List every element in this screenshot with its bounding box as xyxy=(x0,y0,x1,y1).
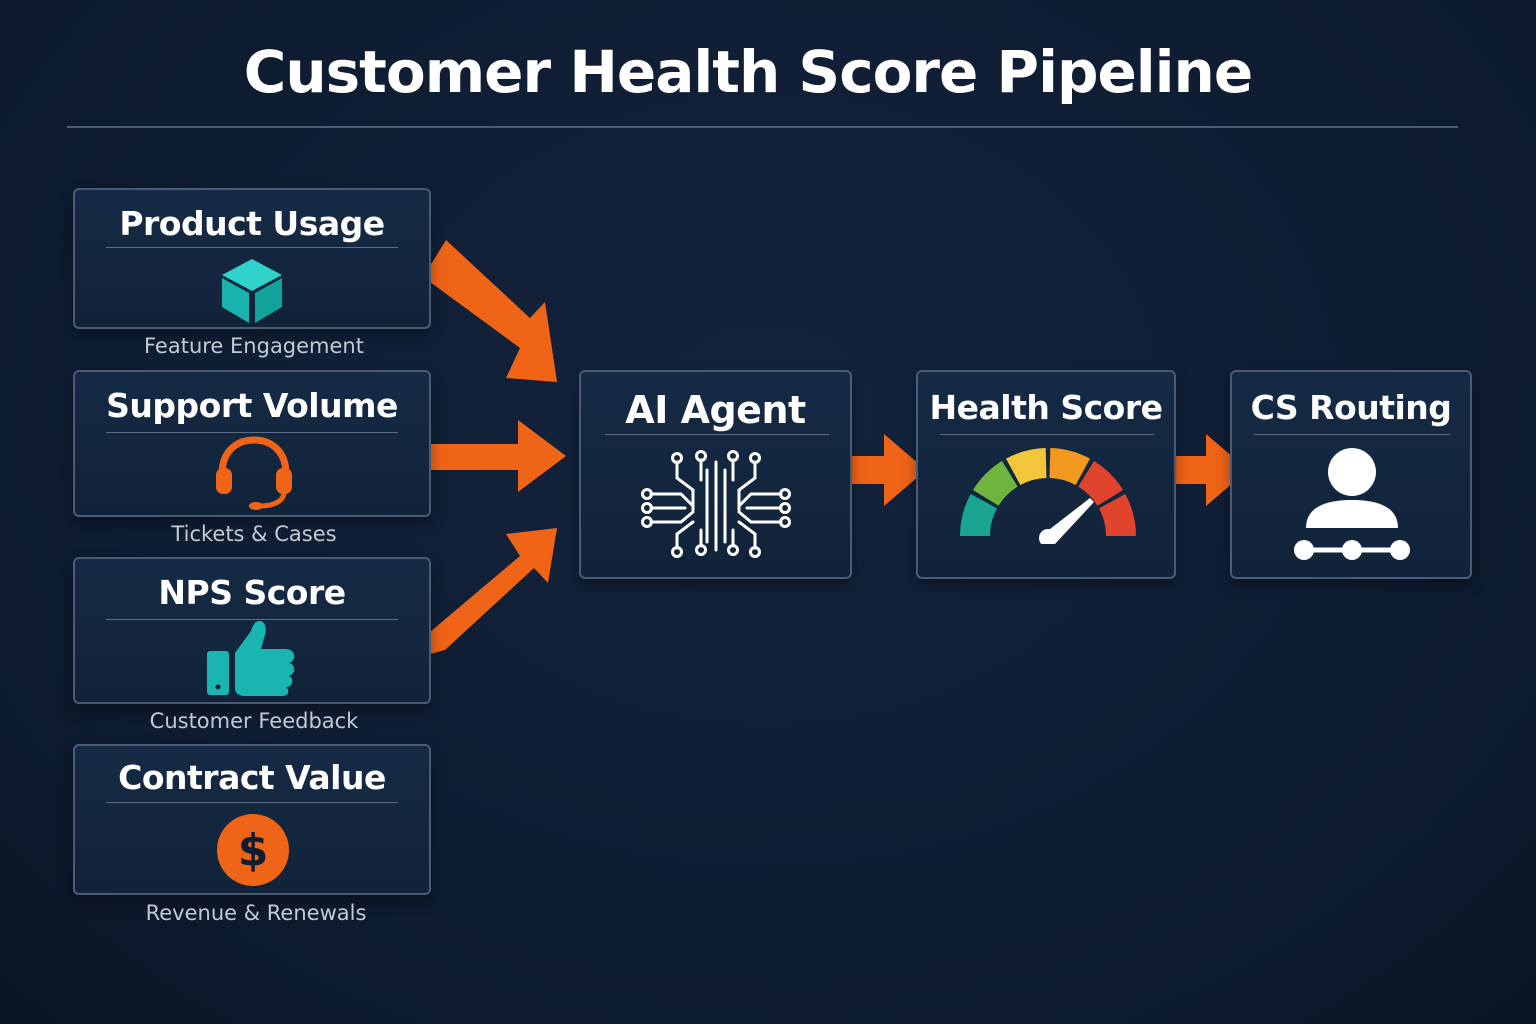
card-title: CS Routing xyxy=(1250,388,1452,427)
gauge-segment xyxy=(972,460,1018,506)
input-card-support-volume: Support Volume xyxy=(73,370,431,517)
arrow-support-volume-to-ai-agent xyxy=(430,420,566,492)
card-divider xyxy=(940,434,1154,435)
pipeline-card-ai-agent: AI Agent xyxy=(579,370,852,579)
gauge-segment xyxy=(1098,494,1136,536)
cube-icon xyxy=(222,259,282,323)
input-card-nps-score: NPS Score xyxy=(73,557,431,704)
card-title: Product Usage xyxy=(119,204,385,243)
input-caption-support-volume: Tickets & Cases xyxy=(171,522,337,546)
headset-icon xyxy=(216,436,292,510)
input-card-product-usage: Product Usage xyxy=(73,188,431,329)
input-caption-contract-value: Revenue & Renewals xyxy=(145,901,367,925)
arrow-health-score-to-cs-routing xyxy=(1175,434,1248,506)
input-caption-nps-score: Customer Feedback xyxy=(149,709,359,733)
user-routing-icon xyxy=(1294,448,1410,560)
card-divider xyxy=(106,247,398,248)
svg-text:$: $ xyxy=(238,825,269,876)
card-title: AI Agent xyxy=(625,388,806,432)
arrow-product-usage-to-ai-agent xyxy=(430,240,557,382)
gauge-segment xyxy=(1006,448,1047,486)
card-divider xyxy=(1254,434,1450,435)
card-title: Contract Value xyxy=(118,758,386,797)
arrow-ai-agent-to-health-score xyxy=(852,434,926,506)
card-divider xyxy=(106,432,398,433)
title-divider xyxy=(67,126,1458,128)
card-divider xyxy=(106,802,398,803)
gauge-segment xyxy=(1049,448,1090,486)
card-divider xyxy=(106,619,398,620)
gauge-icon xyxy=(960,448,1136,544)
card-divider xyxy=(605,434,829,435)
page-title: Customer Health Score Pipeline xyxy=(243,38,1253,106)
pipeline-card-health-score: Health Score xyxy=(916,370,1176,579)
pipeline-card-cs-routing: CS Routing xyxy=(1230,370,1472,579)
dollar-icon: $ xyxy=(217,814,289,886)
input-caption-product-usage: Feature Engagement xyxy=(144,334,364,358)
card-title: NPS Score xyxy=(158,573,346,612)
circuit-icon xyxy=(641,450,791,558)
input-card-contract-value: Contract Value $ xyxy=(73,744,431,895)
card-title: Health Score xyxy=(929,388,1164,427)
arrow-nps-score-to-ai-agent xyxy=(430,528,557,654)
gauge-hub xyxy=(1039,529,1057,544)
card-title: Support Volume xyxy=(106,386,398,425)
thumbs-up-icon xyxy=(207,621,295,696)
gauge-segment xyxy=(1078,460,1124,506)
gauge-segment xyxy=(960,494,998,536)
